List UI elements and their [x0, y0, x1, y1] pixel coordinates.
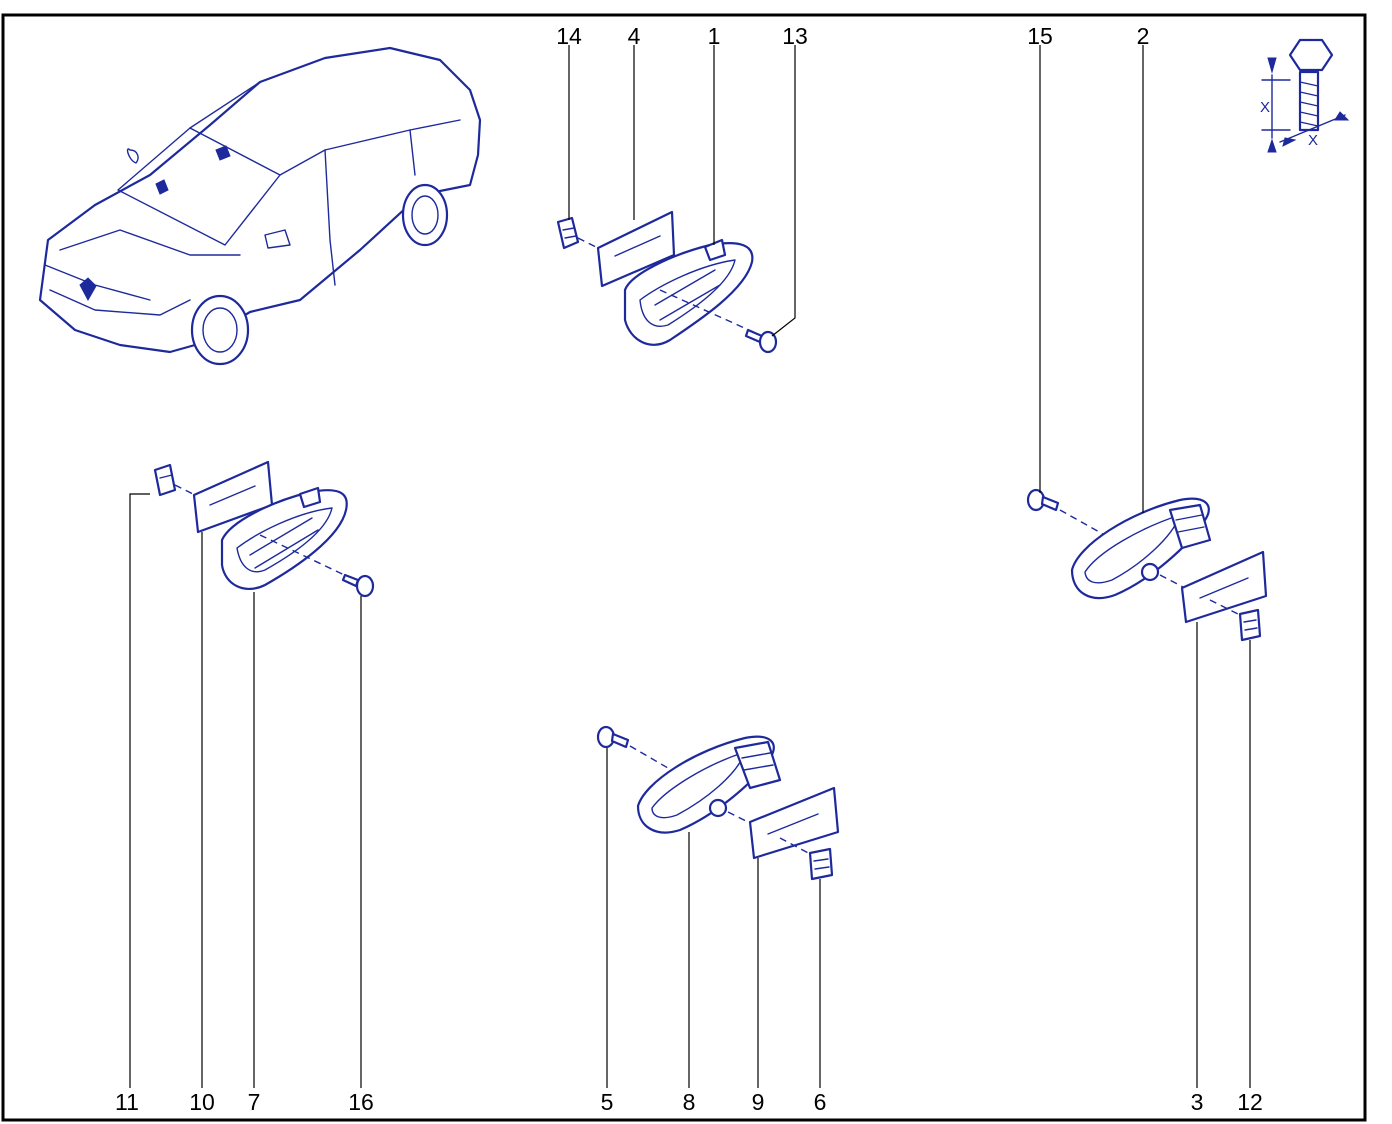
bolt-dimension-icon: X X [1260, 38, 1350, 153]
callout-11: 11 [115, 1089, 139, 1115]
leader-lines [129, 45, 1251, 1088]
handle-assembly-bottom [596, 725, 840, 881]
handle-assembly-left [153, 460, 375, 598]
handle-assembly-right [1026, 488, 1268, 642]
trim-3 [1180, 550, 1268, 624]
handle-assembly-top [556, 210, 778, 354]
callout-10: 10 [189, 1089, 215, 1115]
callout-12: 12 [1237, 1089, 1263, 1115]
callout-16: 16 [348, 1089, 374, 1115]
bolt-height-label: X [1260, 99, 1270, 116]
bolt-length-label: X [1308, 132, 1318, 149]
handle-1 [623, 238, 754, 346]
trim-4 [596, 210, 676, 288]
callout-8: 8 [683, 1089, 696, 1115]
callout-4: 4 [628, 23, 641, 49]
callout-15: 15 [1027, 23, 1053, 49]
callout-3: 3 [1191, 1089, 1204, 1115]
callout-6: 6 [814, 1089, 827, 1115]
handle-2 [1070, 497, 1212, 600]
screw-16 [341, 573, 375, 598]
clip-11 [153, 463, 177, 497]
callout-9: 9 [752, 1089, 765, 1115]
callout-labels: 14 4 1 13 15 2 11 10 7 16 5 8 9 6 3 12 [115, 23, 1263, 1115]
callout-14: 14 [556, 23, 582, 49]
callout-7: 7 [248, 1089, 261, 1115]
clip-6 [808, 847, 834, 881]
screw-15 [1026, 488, 1060, 512]
clip-14 [556, 216, 580, 250]
screw-5 [596, 725, 630, 749]
callout-13: 13 [782, 23, 808, 49]
screw-13 [744, 328, 778, 354]
handle-7 [220, 486, 348, 590]
callout-5: 5 [601, 1089, 614, 1115]
callout-2: 2 [1137, 23, 1150, 49]
car-overview-icon [38, 46, 482, 366]
clip-12 [1238, 608, 1262, 642]
trim-9 [748, 786, 840, 860]
callout-1: 1 [708, 23, 721, 49]
handle-8 [636, 735, 782, 834]
